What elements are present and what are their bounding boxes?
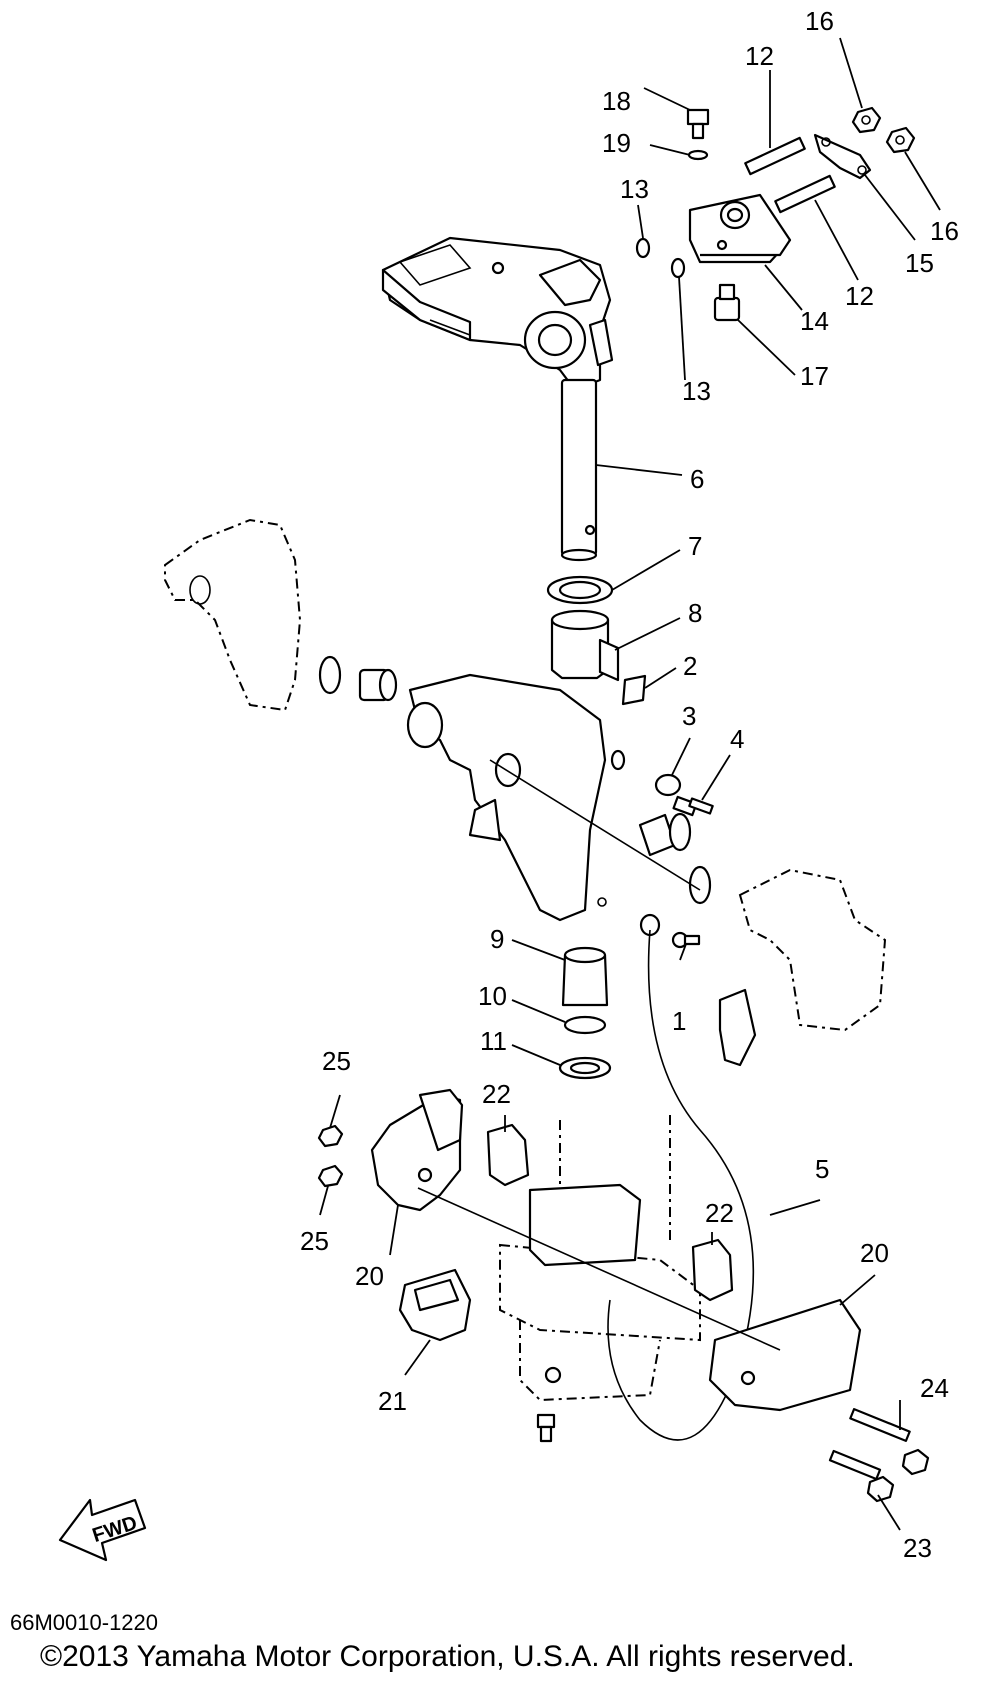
callout-6: 6 [690, 464, 704, 494]
callout-4: 4 [730, 724, 744, 754]
bracket-plate-14 [688, 193, 792, 264]
callout-5: 5 [815, 1154, 829, 1184]
callout-11: 11 [480, 1026, 507, 1056]
callout-8: 8 [688, 598, 702, 628]
callout-12-top: 12 [745, 41, 774, 71]
callout-14: 14 [800, 306, 829, 336]
callout-7: 7 [688, 531, 702, 561]
damper-21 [398, 1268, 472, 1342]
callout-1: 1 [672, 1006, 686, 1036]
label-2 [621, 674, 647, 706]
callout-2: 2 [683, 651, 697, 681]
ground-bolt-1-terminal [639, 913, 701, 949]
grommet-9-oring-10-seal-11 [558, 946, 612, 1080]
callout-13-bottom: 13 [682, 376, 711, 406]
callout-9: 9 [490, 924, 504, 954]
left-bushing-washer [318, 655, 398, 702]
callout-12-right: 12 [845, 281, 874, 311]
clamp-bracket-left [164, 518, 302, 712]
callout-16-top: 16 [805, 6, 834, 36]
callout-18: 18 [602, 86, 631, 116]
bushing-8 [550, 609, 620, 682]
copyright-notice: ©2013 Yamaha Motor Corporation, U.S.A. A… [40, 1640, 855, 1673]
callout-13-top: 13 [620, 174, 649, 204]
steering-bracket-assembly [381, 236, 614, 392]
nuts-25 [317, 1124, 344, 1188]
callout-20-left: 20 [355, 1261, 384, 1291]
washers-13 [635, 237, 686, 279]
callout-19: 19 [602, 128, 631, 158]
mount-20-left [370, 1088, 464, 1212]
callout-16-right: 16 [930, 216, 959, 246]
damper-22 [486, 1123, 734, 1302]
bushing-3-bolt-4 [654, 773, 714, 817]
swivel-bracket [406, 673, 626, 922]
assembly-axis-lines [417, 759, 781, 1351]
callout-17: 17 [800, 361, 829, 391]
callout-10: 10 [478, 981, 507, 1011]
callout-25-top: 25 [322, 1046, 351, 1076]
bolts-23-24 [828, 1408, 930, 1503]
driveshaft-housing [499, 1115, 701, 1402]
mount-20-right [708, 1298, 862, 1412]
plate-15 [813, 133, 872, 180]
grease-nipple-17 [713, 283, 741, 322]
fwd-arrow: FWD [58, 1498, 147, 1562]
callout-15: 15 [905, 248, 934, 278]
callout-3: 3 [682, 701, 696, 731]
right-bushing-washer [638, 812, 712, 905]
nuts-16 [851, 106, 916, 154]
callout-22-right: 22 [705, 1198, 734, 1228]
leader-lines [319, 37, 941, 1531]
diagram-code: 66M0010-1220 [10, 1610, 159, 1635]
steering-shaft [560, 378, 598, 562]
studs-12 [744, 136, 836, 214]
clamp-bracket-right [718, 868, 887, 1067]
callout-labels: 16 12 18 19 13 16 15 12 14 17 13 6 7 8 2… [300, 6, 959, 1563]
bottom-bolt [536, 1366, 562, 1443]
callout-20-right: 20 [860, 1238, 889, 1268]
callout-23: 23 [903, 1533, 932, 1563]
callout-25-bottom: 25 [300, 1226, 329, 1256]
callout-22-left: 22 [482, 1079, 511, 1109]
callout-21: 21 [378, 1386, 407, 1416]
callout-24: 24 [920, 1373, 949, 1403]
bolt-18-washer-19 [686, 108, 710, 161]
thrust-washer-7 [546, 575, 614, 605]
